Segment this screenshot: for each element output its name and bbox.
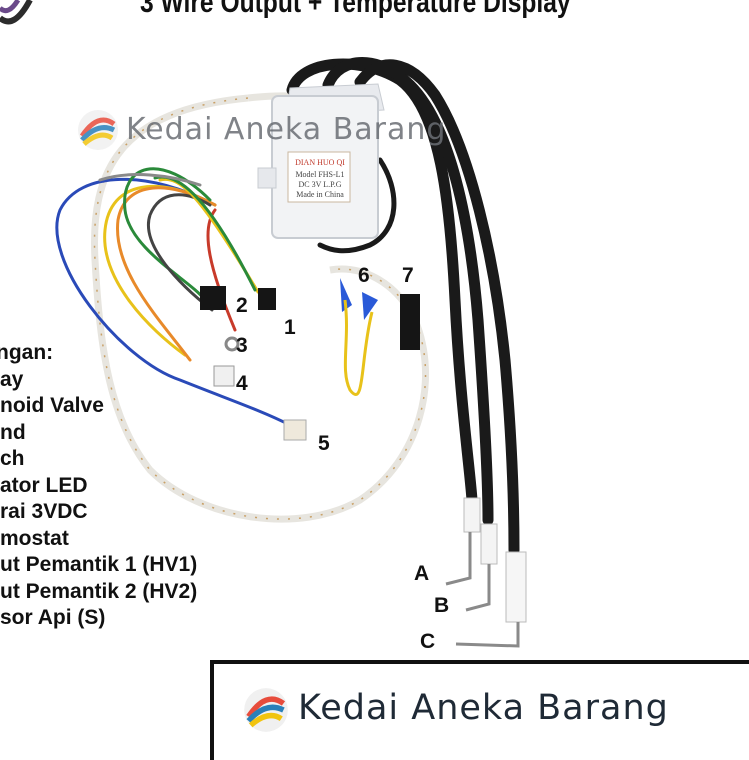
module-brand-label: DIAN HUO QI (295, 158, 345, 167)
legend-item-4: ch (0, 447, 25, 470)
connector-label-5: 5 (318, 432, 330, 455)
electrode-label-c: C (420, 630, 436, 653)
module-model-label: Model FHS-L1 (295, 170, 345, 179)
connector-label-4: 4 (236, 372, 248, 395)
module-spec-label: DC 3V L.P.G (298, 180, 342, 189)
watermark-bottom: Kedai Aneka Barang (244, 688, 669, 732)
legend-heading: ngan: (0, 341, 54, 364)
electrode-label-b: B (434, 594, 450, 617)
watermark-bottom-text: Kedai Aneka Barang (298, 688, 669, 728)
legend-item-3: nd (0, 420, 26, 444)
corner-logo-icon (0, 0, 33, 25)
electrode-label-a: A (414, 562, 430, 585)
legend-item-5: ator LED (0, 473, 88, 497)
watermark-top-text: Kedai Aneka Barang (126, 112, 447, 147)
watermark-frame (210, 660, 749, 760)
signal-wires (55, 167, 292, 427)
module-origin-label: Made in China (296, 190, 344, 199)
connector-label-7: 7 (402, 264, 414, 287)
hv-cables (286, 57, 520, 556)
legend-item-9: ut Pemantik 2 (HV2) (0, 579, 198, 603)
brand-logo-icon (78, 110, 118, 150)
brand-logo-icon (244, 688, 288, 732)
connector-label-3: 3 (236, 334, 248, 357)
legend-item-1: ay (0, 367, 24, 391)
connector-label-1: 1 (284, 316, 296, 339)
connector-label-2: 2 (236, 294, 248, 317)
wiring-legend: ngan: ay noid Valve nd ch ator LED rai 3… (0, 340, 197, 632)
electrodes (445, 497, 527, 648)
legend-item-10: sor Api (S) (0, 606, 106, 629)
legend-item-8: ut Pemantik 1 (HV1) (0, 553, 198, 576)
legend-item-2: noid Valve (0, 394, 104, 417)
legend-item-7: mostat (0, 526, 69, 550)
connectors (200, 278, 420, 441)
watermark-top: Kedai Aneka Barang (78, 110, 447, 150)
igniter-module (257, 83, 385, 239)
page-title: 3 Wire Output + Temperature Display (140, 0, 571, 19)
legend-item-6: rai 3VDC (0, 500, 88, 523)
connector-label-6: 6 (358, 264, 370, 287)
